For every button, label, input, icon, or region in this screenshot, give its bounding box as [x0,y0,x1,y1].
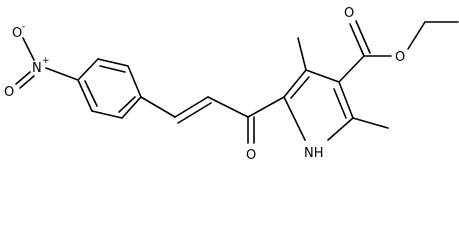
bond-ester-c-carbonyl-o-2 [355,20,371,54]
bond-pyrrole-c3-c2 [338,81,354,119]
bond-pyrrole-c2-methyl [352,117,389,129]
bond-ring-c2-c3-inner [99,65,126,73]
atom-n-nitro: N [32,61,42,76]
bond-ester-c-carbonyl-o [349,23,365,57]
bonds [15,20,459,144]
atom-o-nitro-top: O [12,26,22,41]
bond-vinyl-double [174,96,209,118]
bond-nitro-n-o-bottom-2 [19,75,35,89]
atom-labels: O - N + O O NH O O [4,6,405,163]
bond-ring-c4-c5 [121,96,142,119]
bond-pyrrole-n1-c5 [283,96,306,141]
bond-pyrrole-c2-n1 [327,117,354,141]
bond-vinyl-to-carbonyl [207,96,249,118]
bond-ether-o-ch2 [407,21,426,50]
bond-carbonyl-to-pyrrole [247,96,285,118]
structure-canvas: O - N + O O NH O O [4,6,459,163]
molecule-drawing: O - N + O O NH O O [4,6,459,163]
atom-o-nitro-top-charge: - [22,22,25,32]
atom-n-nitro-charge: + [42,56,50,66]
bond-pyrrole-c3-ester-c [338,55,365,83]
bond-ring-to-nitro-n [45,67,79,81]
bond-ring-c6-c1-inner [84,80,98,107]
bond-pyrrole-c4-methyl [297,37,307,71]
bond-ring-c4-c5-inner [118,96,136,113]
bond-pyrrole-c5-c4-inner [290,76,310,99]
atom-o-nitro-bottom: O [4,85,14,100]
bond-vinyl-double-2 [177,102,212,124]
bond-nitro-n-o-bottom [15,71,31,85]
bond-ring-c3-c4 [127,65,142,98]
bond-pyrrole-c5-c4 [283,69,307,98]
atom-nh-pyrrole: NH [304,146,324,161]
bond-pyrrole-c3-c2-inner [333,88,347,119]
atom-o-ketone: O [246,148,256,163]
atom-o-ester-ether: O [395,50,405,65]
bond-nitro-n-o-top [22,37,35,61]
bond-ring-to-vinyl [140,96,176,118]
atom-o-ester-carbonyl: O [344,6,354,21]
bond-ring-c2-c3 [97,58,129,67]
bond-ring-c6-c1 [77,79,93,112]
bond-pyrrole-c4-c3 [305,69,340,83]
bond-ring-c1-c2 [77,58,99,81]
bond-ring-c5-c6 [91,110,123,119]
